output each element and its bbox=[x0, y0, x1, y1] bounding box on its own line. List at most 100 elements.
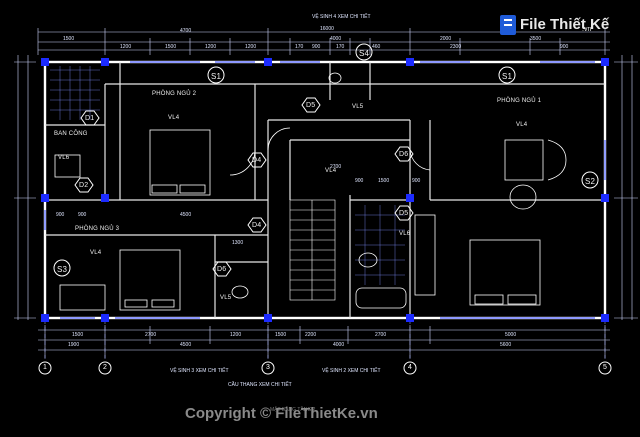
dim-bottom-6: 2700 bbox=[375, 332, 387, 338]
tag-s1-right: S1 bbox=[502, 72, 513, 81]
vl5-top: VL5 bbox=[352, 104, 364, 110]
dim-top-sub-10: 900 bbox=[560, 44, 569, 50]
tag-d4-upper: D4 bbox=[252, 157, 262, 164]
dim-top-total: 16000 bbox=[320, 26, 334, 32]
note-wc-bottom-left: VỆ SINH 3 XEM CHI TIẾT bbox=[170, 368, 229, 374]
tag-d6-left: D6 bbox=[217, 266, 227, 273]
tag-symbols bbox=[53, 43, 599, 277]
vl4-bedroom1: VL4 bbox=[516, 122, 528, 128]
dim-bottom-7: 5000 bbox=[505, 332, 517, 338]
axis-label-2: 2 bbox=[103, 364, 107, 371]
dim-top-sub-3: 1200 bbox=[205, 44, 217, 50]
toilet-bottom bbox=[231, 285, 249, 299]
dim-bottom-sub-3: 4000 bbox=[333, 342, 345, 348]
dim-inner-6: 900 bbox=[355, 178, 364, 184]
room-label-bedroom2: PHÒNG NGỦ 2 bbox=[152, 91, 197, 97]
vl4-corridor: VL4 bbox=[325, 168, 337, 174]
dim-bottom-4: 1500 bbox=[275, 332, 287, 338]
dim-top-3: 4000 bbox=[330, 36, 342, 42]
dim-bottom-2: 2700 bbox=[145, 332, 157, 338]
vl6-right: VL6 bbox=[399, 231, 411, 237]
window-openings bbox=[44, 61, 606, 319]
toilet-top bbox=[328, 72, 342, 84]
tag-s4: S4 bbox=[359, 49, 370, 58]
dim-bottom-sub-2: 4500 bbox=[180, 342, 192, 348]
dim-top-sub-8: 460 bbox=[372, 44, 381, 50]
note-wc-bottom-right: VỆ SINH 2 XEM CHI TIẾT bbox=[322, 368, 381, 374]
bed-bedroom1 bbox=[469, 239, 541, 306]
dim-inner-8: 900 bbox=[412, 178, 421, 184]
watermark-logo-text: File Thiết Kế bbox=[520, 16, 610, 33]
axis-bubbles bbox=[38, 361, 612, 375]
table-bedroom1 bbox=[504, 139, 544, 181]
furniture bbox=[54, 72, 567, 311]
vl6-balcony: VL6 bbox=[58, 155, 70, 161]
axis-label-3: 3 bbox=[266, 364, 270, 371]
wardrobe bbox=[414, 214, 436, 296]
vl4-bedroom2: VL4 bbox=[168, 115, 180, 121]
logo-badge bbox=[500, 15, 516, 35]
dim-bottom-5: 2200 bbox=[305, 332, 317, 338]
desk-bedroom3 bbox=[59, 284, 106, 311]
bathtub bbox=[355, 287, 407, 309]
dim-bottom-1: 1500 bbox=[72, 332, 84, 338]
dim-top-sub-6: 900 bbox=[312, 44, 321, 50]
tag-d2: D2 bbox=[79, 182, 89, 189]
door-swing-3 bbox=[409, 149, 431, 171]
dim-inner-3: 4500 bbox=[180, 212, 192, 218]
dim-top-4: 2000 bbox=[440, 36, 452, 42]
balcony-furniture bbox=[54, 154, 81, 178]
bed-bedroom3 bbox=[119, 249, 181, 311]
dim-inner-4: 1300 bbox=[232, 240, 244, 246]
vl5-bottom: VL5 bbox=[220, 295, 232, 301]
interior-walls bbox=[45, 62, 605, 318]
watermark-copyright: Copyright © FileThietKe.vn bbox=[185, 405, 378, 422]
dim-inner-1: 900 bbox=[56, 212, 65, 218]
bed-bedroom2 bbox=[149, 129, 211, 196]
tag-s1-left: S1 bbox=[211, 72, 222, 81]
note-wc-top: VỆ SINH 4 XEM CHI TIẾT bbox=[312, 14, 371, 20]
room-label-bedroom1: PHÒNG NGỦ 1 bbox=[497, 98, 542, 104]
tag-d5-upper: D5 bbox=[306, 102, 316, 109]
dimension-lines-side bbox=[14, 55, 638, 320]
room-label-balcony: BAN CÔNG bbox=[54, 131, 88, 137]
axis-label-5: 5 bbox=[603, 364, 607, 371]
tag-d5-lower: D5 bbox=[399, 210, 409, 217]
chair-bedroom1 bbox=[547, 139, 567, 181]
wc-tile-grid-right bbox=[355, 205, 405, 285]
vl4-bedroom3: VL4 bbox=[90, 250, 102, 256]
tag-s3: S3 bbox=[57, 265, 68, 274]
dim-top-sub-7: 170 bbox=[336, 44, 345, 50]
dimension-lines-bottom bbox=[38, 325, 610, 358]
axis-label-4: 4 bbox=[408, 364, 412, 371]
plan-title: MẶT BẰNG TẦNG 2 bbox=[270, 407, 316, 413]
dim-bottom-sub-4: 5600 bbox=[500, 342, 512, 348]
dim-inner-7: 1500 bbox=[378, 178, 390, 184]
dim-top-sub-2: 1500 bbox=[165, 44, 177, 50]
dim-top-1: 1500 bbox=[63, 36, 75, 42]
dim-top-2: 4700 bbox=[180, 28, 192, 34]
stair-treads bbox=[289, 199, 336, 301]
dim-top-sub-5: 170 bbox=[295, 44, 304, 50]
tag-d1: D1 bbox=[85, 115, 95, 122]
door-swing-2 bbox=[267, 127, 291, 151]
toilet-right bbox=[358, 252, 378, 268]
watermark-logo-suffix: .vn bbox=[582, 26, 592, 33]
tag-s2: S2 bbox=[585, 177, 596, 186]
structural-columns bbox=[41, 58, 609, 322]
axis-label-1: 1 bbox=[43, 364, 47, 371]
door-swing-1 bbox=[229, 149, 256, 176]
dim-bottom-3: 1200 bbox=[230, 332, 242, 338]
wc-tile-grid-left bbox=[50, 66, 100, 120]
dim-top-sub-1: 1200 bbox=[120, 44, 132, 50]
room-label-bedroom3: PHÒNG NGỦ 3 bbox=[75, 226, 120, 232]
dim-inner-2: 900 bbox=[78, 212, 87, 218]
tag-d6-right: D6 bbox=[399, 151, 409, 158]
dim-top-5: 3500 bbox=[530, 36, 542, 42]
dim-top-sub-9: 2300 bbox=[450, 44, 462, 50]
armchair-bedroom1 bbox=[509, 184, 537, 210]
grid-axes bbox=[44, 320, 606, 362]
dim-inner-5: 2700 bbox=[330, 164, 342, 170]
